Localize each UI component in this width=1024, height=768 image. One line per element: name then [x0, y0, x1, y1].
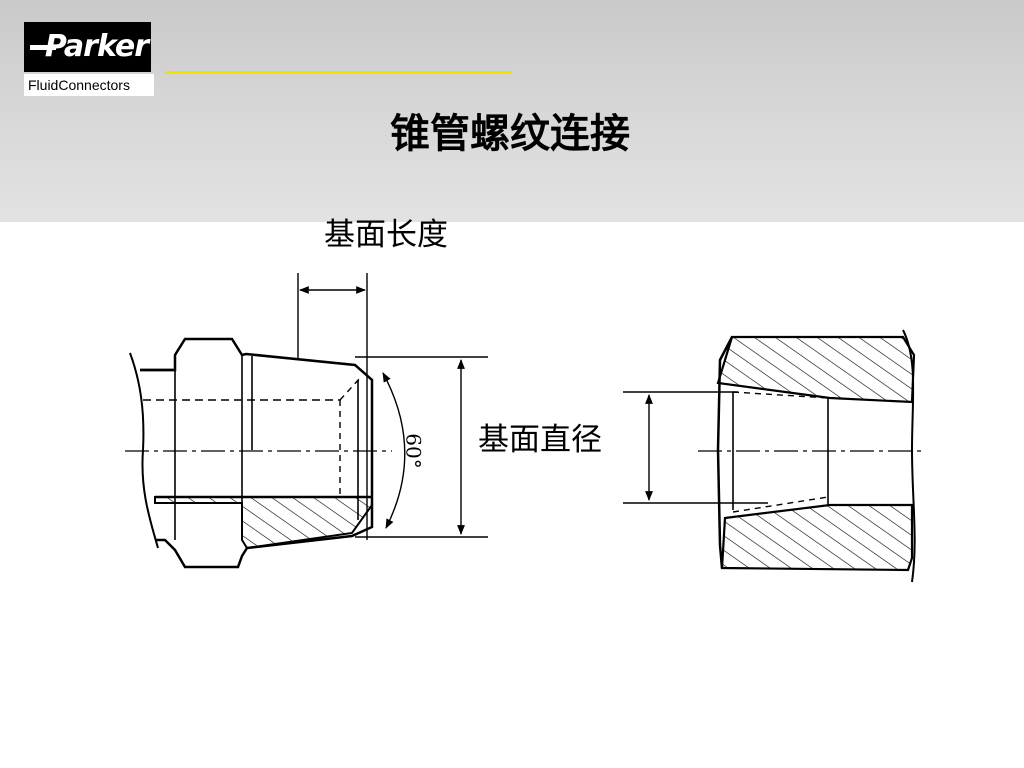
- female-hidden-bottom: [732, 496, 829, 513]
- page-title: 锥管螺纹连接: [390, 111, 630, 157]
- male-hatched-section: [154, 496, 373, 550]
- gauge-diameter-dimension-female: [623, 391, 768, 504]
- female-fitting: [716, 329, 916, 583]
- male-cone-hidden: [339, 377, 361, 401]
- logo-tagline: FluidConnectors: [24, 74, 154, 96]
- gauge-length-label: 基面长度: [324, 217, 448, 253]
- accent-line: [165, 71, 512, 74]
- female-hidden-top: [732, 391, 829, 399]
- female-right-break: [902, 329, 916, 583]
- logo-bar: [30, 45, 56, 50]
- male-outline: [140, 337, 374, 569]
- gauge-length-dimension: [297, 273, 368, 540]
- gauge-diameter-dimension-male: [355, 356, 488, 538]
- female-bottom-wall: [720, 503, 914, 572]
- angle-dimension: [382, 372, 406, 529]
- male-fitting: [129, 337, 374, 569]
- gauge-diameter-label: 基面直径: [478, 422, 602, 458]
- parker-logo: Parker FluidConnectors: [24, 22, 154, 96]
- angle-arc: [382, 372, 406, 529]
- header-band: [0, 0, 1024, 222]
- angle-label: 60°: [402, 433, 426, 468]
- male-left-break: [129, 352, 159, 549]
- female-outline: [716, 336, 734, 569]
- logo-brand: Parker: [24, 22, 151, 72]
